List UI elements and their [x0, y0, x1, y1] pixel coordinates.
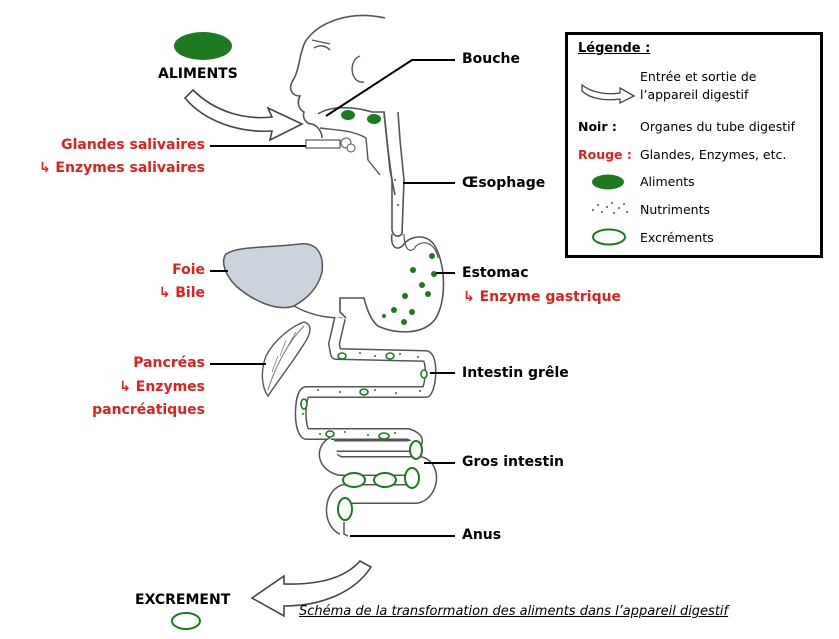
large-intestine-excrements — [337, 440, 423, 521]
legend-food-icon — [592, 174, 624, 190]
legend-excrement-text: Excréments — [640, 230, 714, 245]
legend-arrow-text-2: l’appareil digestif — [640, 87, 749, 102]
eye-icon — [311, 39, 331, 51]
leader-lines — [210, 59, 455, 537]
mouth-cavity — [317, 106, 396, 196]
liver-shape — [222, 243, 324, 309]
legend-title: Légende : — [578, 41, 651, 56]
legend-arrow-icon — [581, 83, 636, 105]
rectum — [343, 522, 349, 537]
pancreatic-enzymes-label-2: pancréatiques — [92, 402, 205, 418]
throat-inner — [319, 127, 381, 176]
ear-icon — [351, 55, 365, 83]
pancreas-label: Pancréas — [133, 355, 205, 371]
legend-red-key: Rouge : — [578, 147, 632, 162]
bile-duct — [293, 305, 343, 319]
exit-arrow — [250, 559, 373, 618]
head-outline — [289, 14, 386, 139]
entry-arrow — [183, 88, 304, 142]
food-in-mouth-1 — [341, 110, 355, 120]
food-label: ALIMENTS — [158, 66, 238, 82]
large-intestine-label: Gros intestin — [462, 454, 564, 470]
stomach-outline — [339, 233, 445, 333]
esophagus-tube — [383, 111, 405, 237]
legend-red-text: Glandes, Enzymes, etc. — [640, 147, 787, 162]
diagram-caption: Schéma de la transformation des aliments… — [299, 604, 729, 619]
salivary-gland-2 — [346, 143, 356, 153]
legend-nutrients-icon — [592, 202, 628, 214]
mouth-label: Bouche — [462, 51, 521, 67]
legend-nutrients-text: Nutriments — [640, 202, 710, 217]
food-oval — [174, 32, 232, 60]
small-intestine-label: Intestin grêle — [462, 365, 569, 381]
bile-label: ↳ Bile — [158, 285, 205, 301]
legend-arrow-text-1: Entrée et sortie de — [640, 69, 757, 84]
excrement-oval — [171, 612, 201, 630]
legend-black-text: Organes du tube digestif — [640, 119, 796, 134]
pancreas-shape — [261, 321, 311, 398]
stomach-food — [382, 253, 437, 325]
excrement-label: EXCREMENT — [135, 592, 231, 608]
legend-food-text: Aliments — [640, 174, 695, 189]
small-intestine-tube — [294, 316, 437, 452]
food-in-mouth-2 — [367, 114, 381, 124]
salivary-enzymes-label: ↳ Enzymes salivaires — [38, 160, 205, 176]
stomach-label: Estomac — [462, 265, 529, 281]
pancreatic-enzymes-label: ↳ Enzymes — [119, 379, 205, 395]
anus-label: Anus — [462, 527, 502, 543]
legend-excrement-icon — [592, 228, 626, 246]
esophagus-label: Œsophage — [462, 175, 546, 191]
gastric-enzyme-label: ↳ Enzyme gastrique — [463, 289, 622, 305]
legend-box: Légende : Entrée et sortie de l’appareil… — [565, 32, 823, 258]
small-intestine-residue — [300, 352, 428, 440]
salivary-glands-label: Glandes salivaires — [61, 137, 205, 153]
legend-black-key: Noir : — [578, 119, 617, 134]
liver-label: Foie — [172, 262, 205, 278]
salivary-duct — [305, 139, 341, 149]
